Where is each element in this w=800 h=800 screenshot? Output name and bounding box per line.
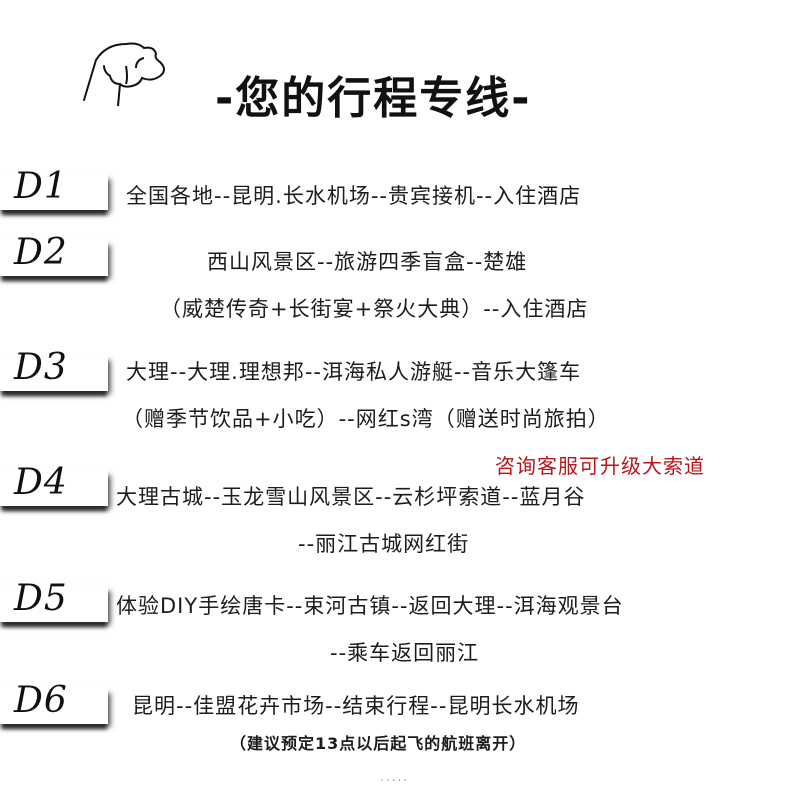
upgrade-note: 咨询客服可升级大索道 (495, 454, 705, 478)
day-tag-d3: D3 (0, 347, 108, 391)
day5-line1: 体验DIY手绘唐卡--束河古镇--返回大理--洱海观景台 (116, 594, 624, 618)
day3-line2: （赠季节饮品+小吃）--网红s湾（赠送时尚旅拍） (122, 407, 610, 431)
day-label: D6 (14, 680, 68, 721)
day-label: D3 (14, 347, 68, 388)
day-tag-d1: D1 (0, 166, 108, 210)
day5-line2: --乘车返回丽江 (330, 641, 480, 665)
day-tag-d6: D6 (0, 680, 108, 724)
day-label: D2 (14, 232, 68, 273)
day6-line2: （建议预定13点以后起飞的航班离开） (230, 734, 527, 753)
day-tag-d4: D4 (0, 462, 108, 506)
day2-line1: 西山风景区--旅游四季盲盒--楚雄 (207, 250, 528, 274)
day-label: D5 (14, 578, 68, 619)
more-ellipsis: ..... (380, 770, 410, 784)
page-title: -您的行程专线- (215, 73, 532, 124)
day-label: D4 (14, 462, 68, 503)
day-label: D1 (14, 166, 68, 207)
day6-line1: 昆明--佳盟花卉市场--结束行程--昆明长水机场 (132, 694, 580, 718)
day3-line1: 大理--大理.理想邦--洱海私人游艇--音乐大篷车 (126, 360, 582, 384)
day1-line1: 全国各地--昆明.长水机场--贵宾接机--入住酒店 (126, 184, 582, 208)
day4-line1: 大理古城--玉龙雪山风景区--云杉坪索道--蓝月谷 (116, 485, 586, 509)
pointing-hand-icon (83, 42, 165, 107)
day-tag-d5: D5 (0, 578, 108, 622)
day-tag-d2: D2 (0, 232, 108, 276)
day4-line2: --丽江古城网红街 (298, 532, 470, 556)
day2-line2: （威楚传奇+长街宴+祭火大典）--入住酒店 (160, 297, 589, 321)
